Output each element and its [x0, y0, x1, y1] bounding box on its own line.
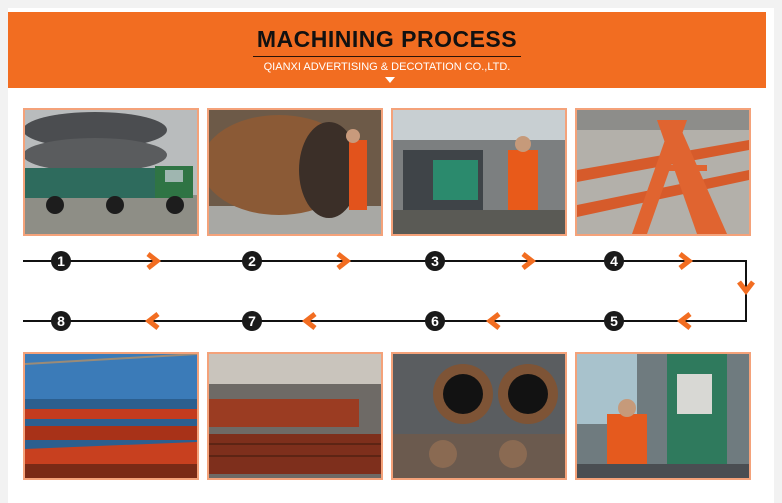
step-6-badge: 6: [425, 311, 445, 331]
step-8-badge: 8: [51, 311, 71, 331]
step-7-badge: 7: [242, 311, 262, 331]
flow-line-bottom: [23, 320, 747, 322]
step-5-badge: 5: [604, 311, 624, 331]
chevron-left-icon: [300, 311, 320, 331]
chevron-left-icon: [675, 311, 695, 331]
caret-down-icon: [385, 77, 395, 83]
process-photo-7: [207, 352, 383, 480]
step-3-badge: 3: [425, 251, 445, 271]
chevron-left-icon: [143, 311, 163, 331]
chevron-left-icon: [484, 311, 504, 331]
chevron-down-icon: [736, 277, 756, 297]
process-photo-1: [23, 108, 199, 236]
process-photo-4: [575, 108, 751, 236]
chevron-right-icon: [518, 251, 538, 271]
chevron-right-icon: [333, 251, 353, 271]
process-photo-8: [23, 352, 199, 480]
process-photo-6: [391, 352, 567, 480]
process-photo-5: [575, 352, 751, 480]
title-underline: [253, 56, 521, 57]
flow-line-top: [23, 260, 746, 262]
company-name: QIANXI ADVERTISING & DECOTATION CO.,LTD.: [263, 61, 511, 73]
header-banner: MACHINING PROCESS QIANXI ADVERTISING & D…: [8, 12, 766, 88]
step-2-badge: 2: [242, 251, 262, 271]
step-4-badge: 4: [604, 251, 624, 271]
chevron-right-icon: [675, 251, 695, 271]
process-photo-2: [207, 108, 383, 236]
step-1-badge: 1: [51, 251, 71, 271]
process-photo-3: [391, 108, 567, 236]
page-title: MACHINING PROCESS: [256, 26, 518, 52]
chevron-right-icon: [143, 251, 163, 271]
